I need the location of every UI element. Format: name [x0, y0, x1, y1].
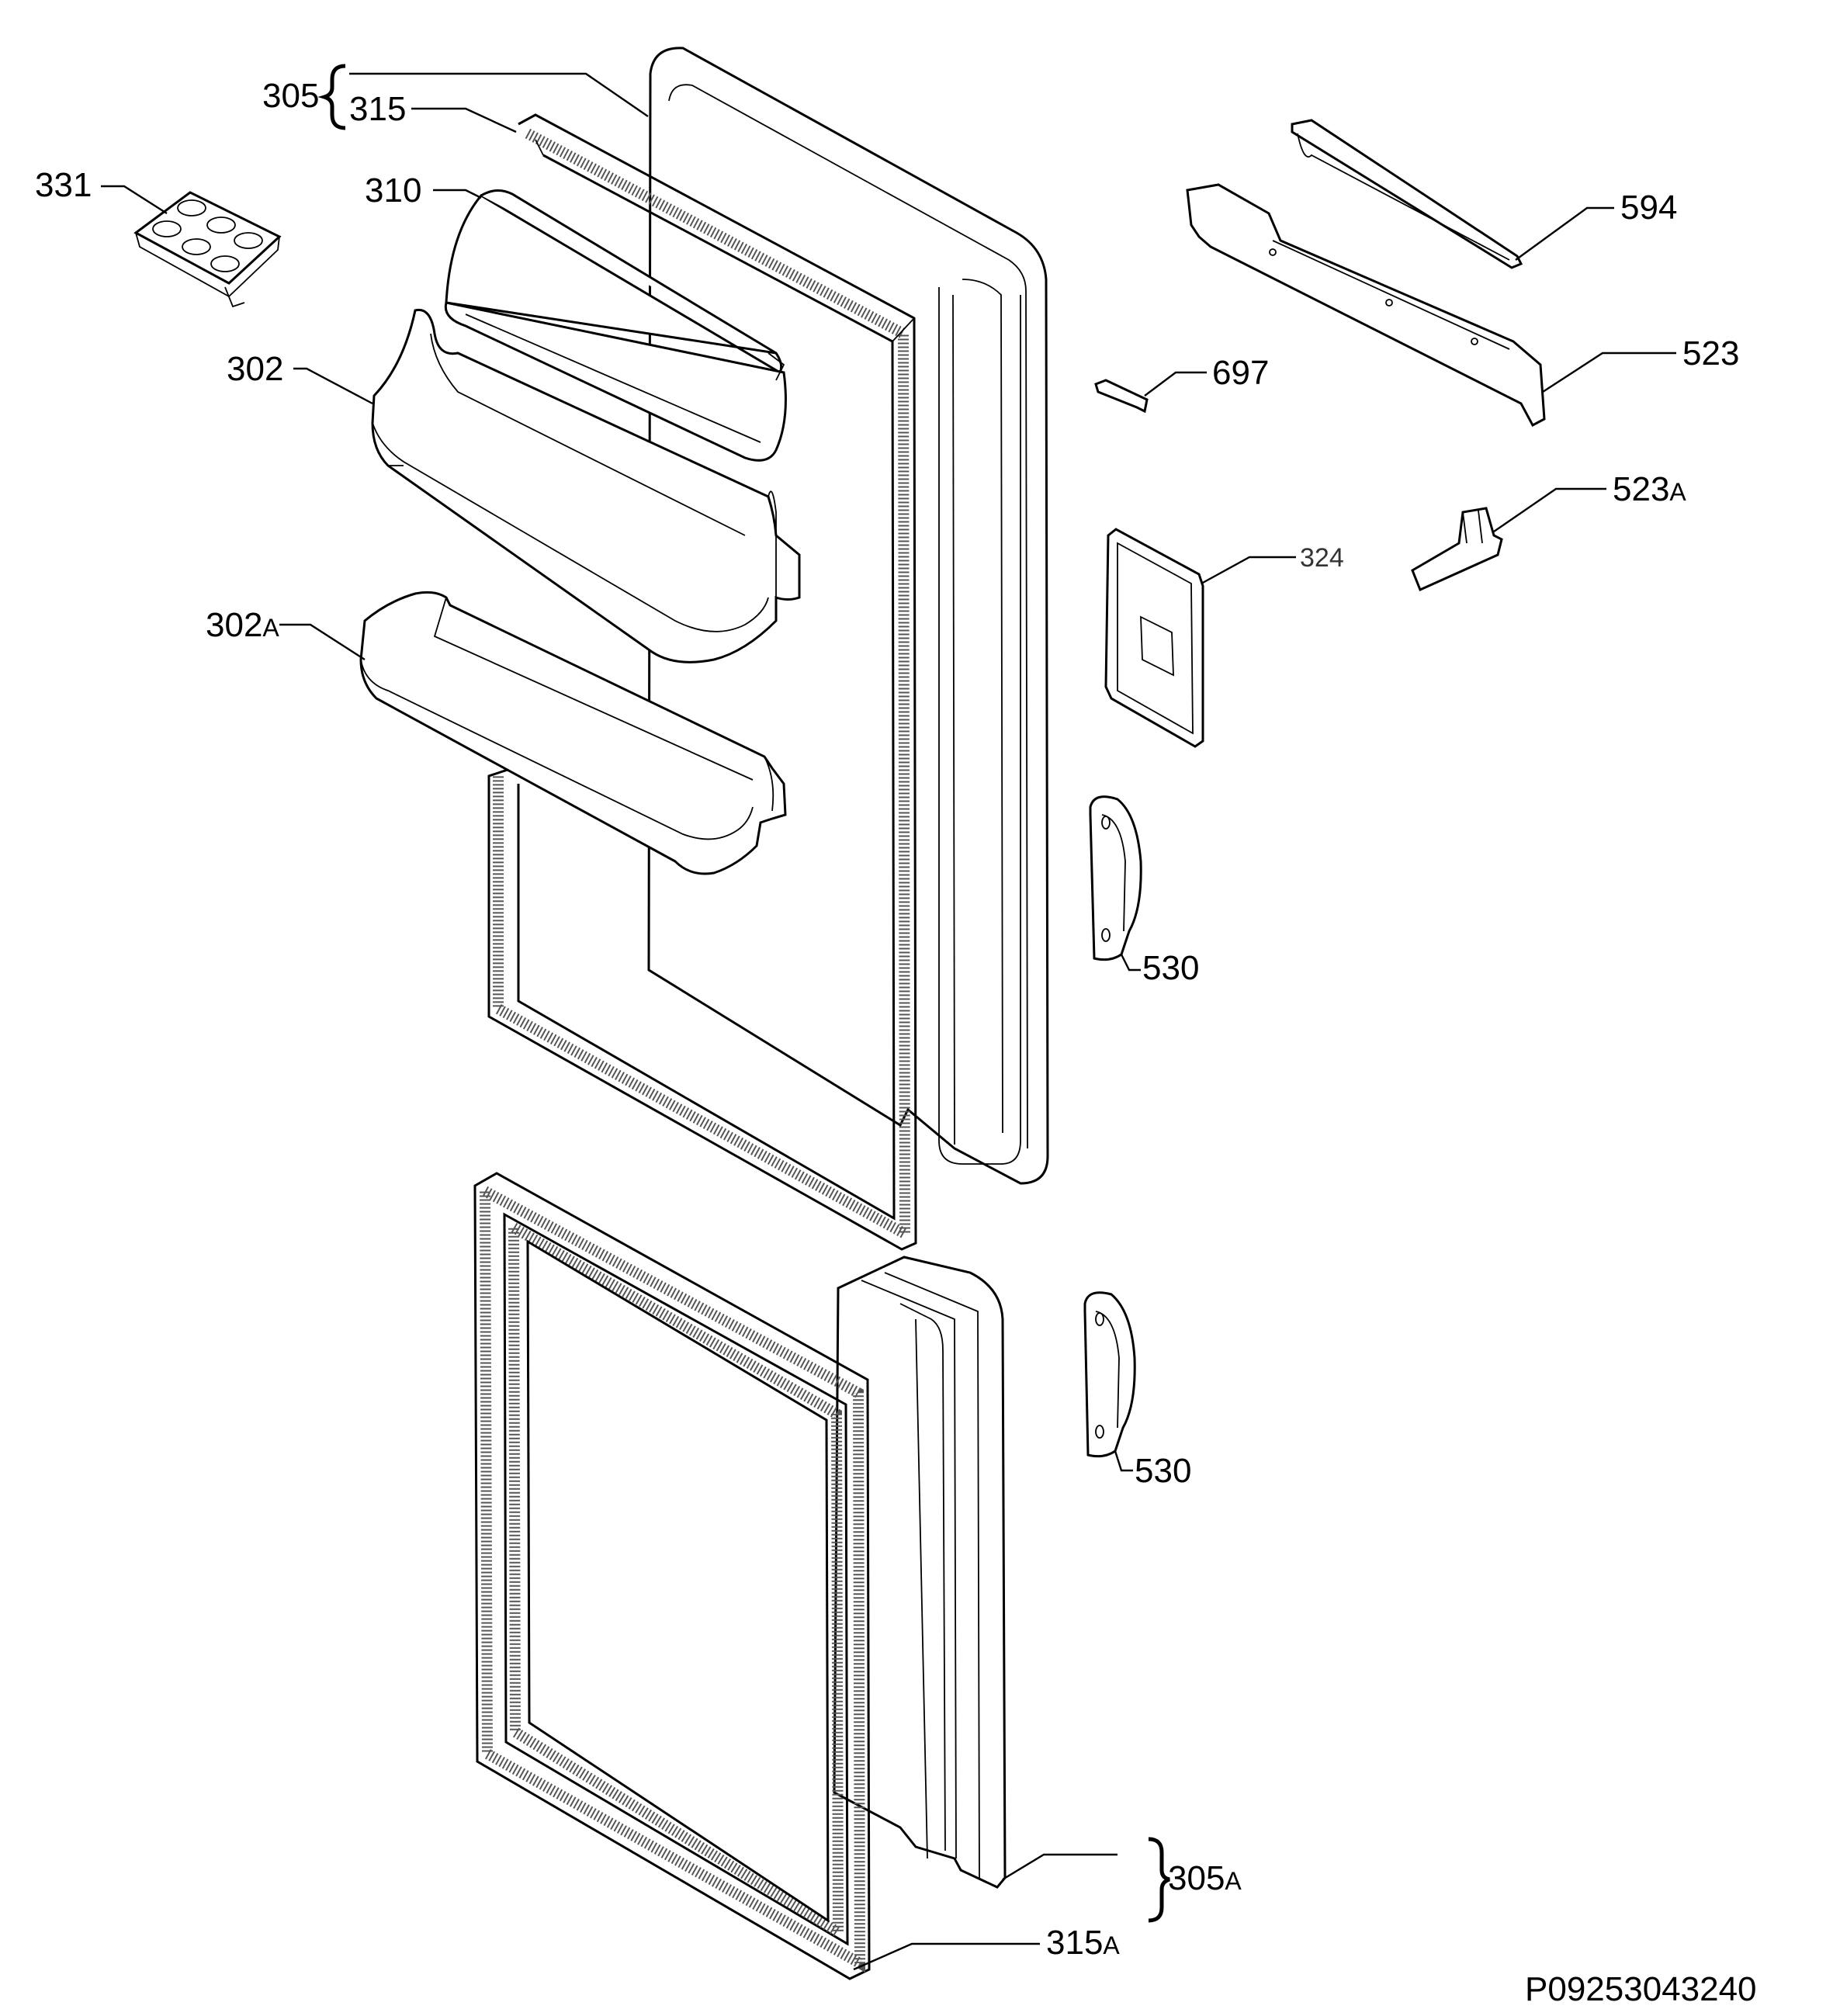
handle-bracket-523: [1186, 183, 1546, 428]
label-530-lower: 530: [1135, 1452, 1191, 1490]
upper-door-panel: [647, 47, 1049, 1185]
hinge-pin-697: [1094, 379, 1149, 414]
door-shelf-large: [371, 308, 801, 663]
lower-door-gasket: [473, 1172, 871, 1980]
label-331: 331: [35, 166, 92, 204]
door-handle-lower: [1083, 1291, 1136, 1458]
label-302: 302: [227, 350, 283, 388]
label-697: 697: [1212, 354, 1269, 392]
label-324: 324: [1300, 543, 1344, 573]
label-315a: 315A: [1046, 1924, 1120, 1962]
part-labels: 305 315 331 310 302 302A 594 523 697 523…: [35, 77, 1757, 2008]
door-handle-upper: [1089, 795, 1142, 961]
label-530-upper: 530: [1142, 949, 1199, 987]
cover-plate-324: [1104, 528, 1204, 748]
leader-lines: [101, 64, 1676, 1971]
drawing-code: P09253043240: [1525, 1970, 1757, 2008]
bracket-523a: [1411, 507, 1503, 592]
label-594: 594: [1620, 189, 1677, 227]
lower-door-panel: [833, 1256, 1007, 1889]
door-shelf-small: [359, 591, 787, 875]
label-305a: 305A: [1168, 1859, 1242, 1897]
upper-door-gasket: [487, 113, 917, 1251]
label-305: 305: [262, 77, 319, 115]
dairy-compartment-lid: [444, 189, 787, 462]
handle-rail-594: [1291, 119, 1523, 269]
label-302a: 302A: [206, 606, 279, 644]
label-523a: 523A: [1613, 470, 1686, 508]
label-315: 315: [349, 90, 406, 128]
egg-tray: [133, 191, 282, 308]
label-523: 523: [1682, 334, 1739, 372]
label-310: 310: [365, 171, 421, 210]
